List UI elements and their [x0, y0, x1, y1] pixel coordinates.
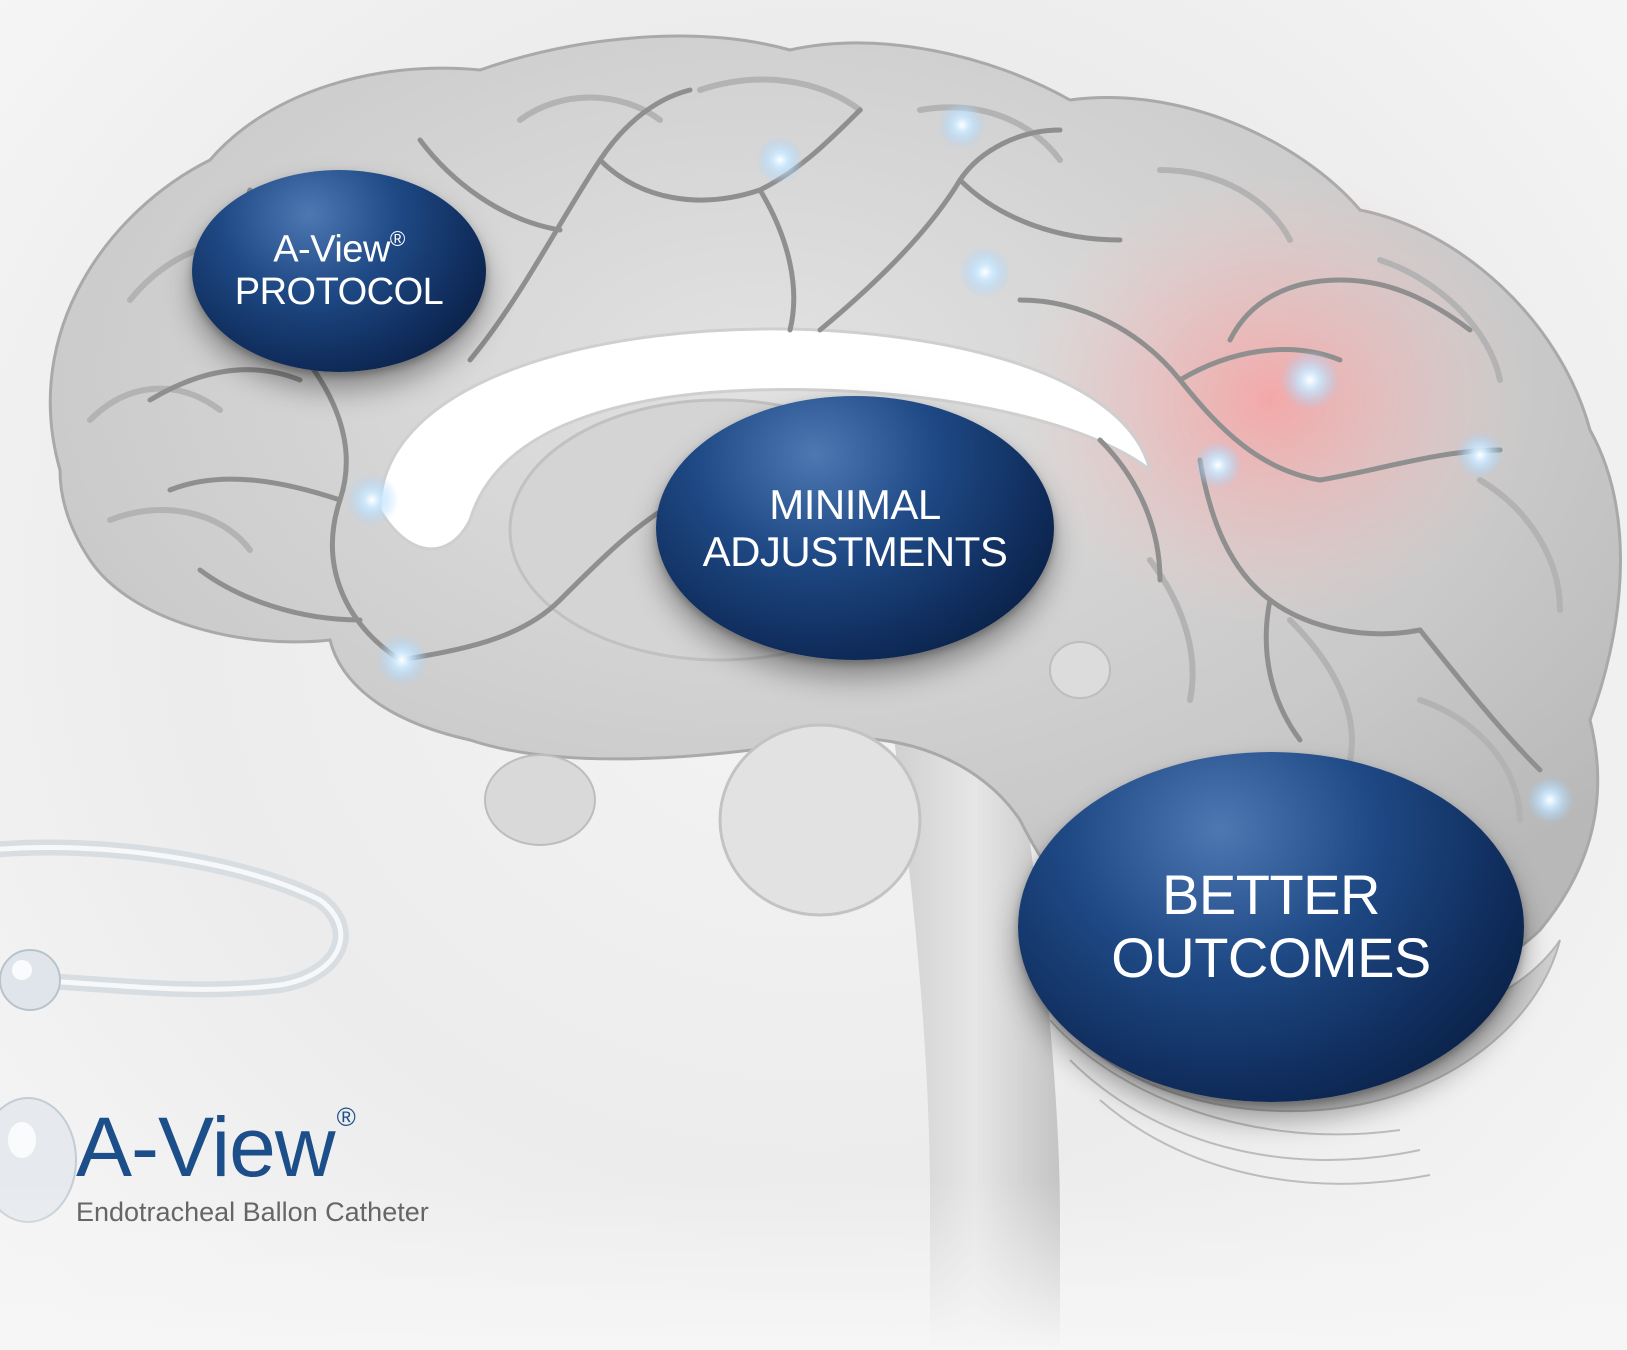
mammillary-body	[484, 754, 596, 846]
protocol-bubble-line2: PROTOCOL	[234, 271, 444, 314]
better-bubble-line1: BETTER	[1162, 863, 1380, 927]
brand-registered-mark: ®	[336, 1102, 356, 1132]
blood-vessels	[147, 87, 1543, 773]
brand-name-text: A-View	[76, 1100, 336, 1194]
brand-name: A-View®	[76, 1104, 429, 1189]
red-glow	[1010, 170, 1530, 630]
minimal-adjustments-bubble: MINIMAL ADJUSTMENTS	[656, 396, 1054, 660]
corpus-callosum	[378, 327, 1153, 551]
sparkle-highlights	[346, 101, 1574, 824]
protocol-bubble: A-View® PROTOCOL	[192, 170, 486, 372]
bottom-fade	[0, 1180, 1627, 1350]
pineal-gland	[1049, 641, 1111, 699]
registered-mark: ®	[389, 228, 405, 252]
pons	[718, 723, 922, 917]
better-bubble-line2: OUTCOMES	[1111, 926, 1431, 989]
minimal-bubble-line1: MINIMAL	[769, 480, 941, 528]
better-outcomes-bubble: BETTER OUTCOMES	[1018, 752, 1524, 1102]
brand-logo: A-View® Endotracheal Ballon Catheter	[76, 1104, 429, 1228]
protocol-bubble-brand: A-View	[273, 228, 390, 271]
brand-tagline: Endotracheal Ballon Catheter	[76, 1197, 429, 1227]
minimal-bubble-line2: ADJUSTMENTS	[702, 528, 1008, 575]
protocol-bubble-line1: A-View®	[273, 228, 405, 271]
